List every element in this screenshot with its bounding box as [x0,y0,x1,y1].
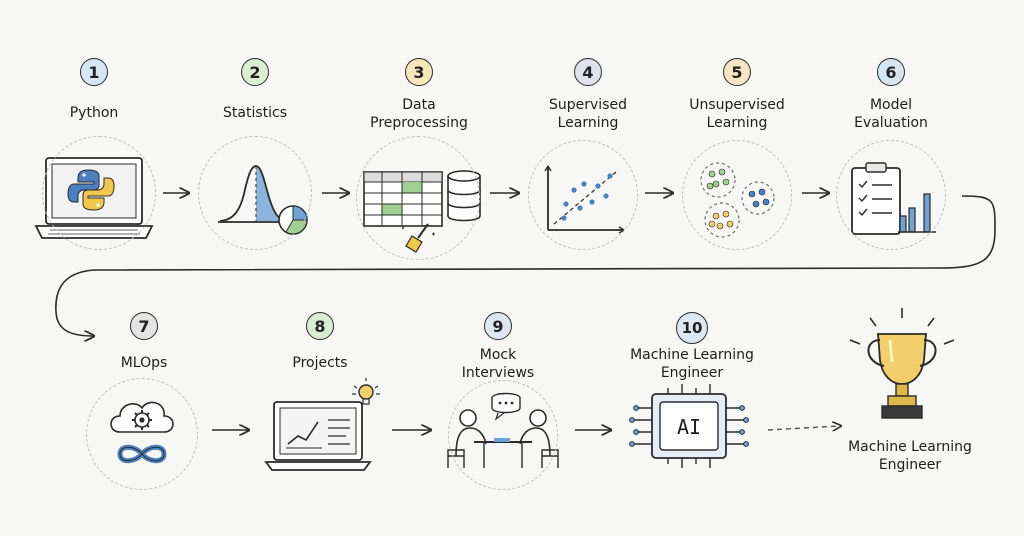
step-3-frame [356,136,480,260]
step-3-number: 3 [405,58,433,86]
step-6-frame [836,140,946,250]
step-4-number: 4 [574,58,602,86]
step-7-label: MLOps [120,355,168,371]
step-7-number: 7 [130,312,158,340]
step-10-number: 10 [676,312,708,344]
trophy-icon [849,308,955,419]
ai-chip-icon [629,384,749,468]
step-1-frame [42,136,156,250]
laptop-chart-icon [264,378,380,471]
step-9-frame [448,380,558,490]
step-4-frame [528,140,638,250]
step-2-frame [198,136,312,250]
step-5-number: 5 [723,58,751,86]
step-1-number: 1 [80,58,108,86]
step-2-number: 2 [241,58,269,86]
step-7-frame [86,378,198,490]
step-1-label: Python [69,105,119,121]
ai-chip-text: AI [676,415,702,439]
step-8-label: Projects [292,355,348,371]
step-5-frame [682,140,792,250]
step-2-label: Statistics [223,105,287,121]
step-6-number: 6 [877,58,905,86]
row-connector-arrow [55,195,996,336]
step-8-number: 8 [306,312,334,340]
goal-dashed-arrow [767,426,840,430]
step-9-number: 9 [484,312,512,340]
